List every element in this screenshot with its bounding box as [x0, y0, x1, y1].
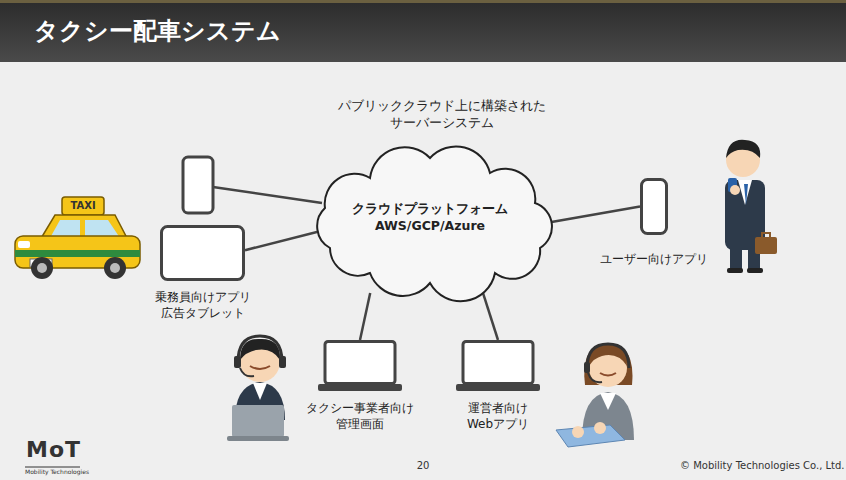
drawing-part	[594, 422, 606, 434]
cloud-platform: クラウドプラットフォームAWS/GCP/Azure	[300, 138, 560, 293]
laptop-device: タクシー事業者向け 管理画面	[318, 340, 402, 392]
laptop-base	[318, 384, 402, 391]
phone-frame	[642, 180, 667, 234]
device-label: タクシー事業者向け 管理画面	[306, 400, 414, 432]
cloud-providers: AWS/GCP/Azure	[300, 217, 560, 234]
laptop-screen	[463, 342, 533, 384]
drawing-part	[213, 187, 322, 203]
copyright: © Mobility Technologies Co., Ltd.	[680, 459, 845, 472]
slide-title: タクシー配車システム	[34, 16, 281, 46]
drawing-part	[572, 426, 584, 438]
drawing-part	[279, 356, 286, 368]
drawing-part	[744, 184, 748, 205]
laptop-device: 運営者向け Webアプリ	[456, 340, 540, 392]
drawing-part	[755, 237, 777, 254]
connector	[482, 290, 498, 340]
drawing-part	[15, 250, 140, 257]
drawing-part	[762, 233, 770, 238]
drawing-part	[62, 197, 104, 215]
connector	[544, 207, 640, 224]
top-strip	[0, 0, 846, 3]
drawing-part	[227, 436, 289, 441]
drawing-part	[587, 344, 629, 368]
drawing-part	[234, 356, 241, 368]
drawing-part	[600, 373, 616, 376]
cloud-title: クラウドプラットフォーム	[300, 200, 560, 217]
drawing-part	[238, 336, 282, 362]
laptop-screen	[325, 342, 395, 384]
cloud-caption: パブリッククラウド上に構築された サーバーシステム	[338, 97, 546, 131]
drawing-part	[730, 248, 742, 270]
cloud-text: クラウドプラットフォームAWS/GCP/Azure	[300, 200, 560, 234]
connector	[360, 293, 370, 340]
drawing-part	[232, 405, 284, 437]
drawing-part	[588, 373, 602, 382]
laptop-base	[456, 384, 540, 391]
taxi-sign: TAXI	[70, 199, 95, 212]
drawing-part	[730, 185, 740, 195]
device-label: ユーザー向けアプリ	[600, 251, 708, 267]
operator-man-illustration	[227, 336, 289, 441]
tablet-device: 乗務員向けアプリ 広告タブレット	[160, 225, 245, 281]
drawing-part	[183, 157, 213, 213]
laptop-outline	[318, 340, 402, 392]
drawing-part	[18, 241, 30, 248]
drawing-part	[584, 362, 590, 373]
drawing-part	[727, 268, 743, 273]
logo-text: MoT	[26, 437, 81, 463]
logo-subtext: Mobility Technologies	[25, 468, 89, 476]
drawing-part	[25, 467, 80, 468]
drawing-part	[250, 366, 270, 369]
logo-mark	[25, 467, 80, 468]
driver-phone	[183, 157, 322, 213]
drawing-part	[37, 263, 47, 273]
device-label: 運営者向け Webアプリ	[467, 400, 529, 432]
drawing-part	[31, 257, 53, 279]
connector	[245, 231, 321, 250]
drawing-part	[556, 425, 625, 447]
drawing-part	[747, 268, 763, 273]
tablet-outline	[160, 225, 245, 281]
drawing-part	[110, 263, 120, 273]
taxi-illustration	[15, 197, 140, 279]
phone-device: ユーザー向けアプリ	[640, 178, 668, 235]
drawing-part	[726, 140, 760, 158]
device-label: 乗務員向けアプリ 広告タブレット	[155, 289, 251, 321]
drawing-part	[738, 180, 752, 205]
tablet-frame	[162, 227, 244, 280]
phone-outline	[640, 178, 668, 235]
operator-woman-illustration	[556, 343, 634, 447]
drawing-part	[600, 393, 616, 410]
page-number: 20	[417, 459, 430, 472]
drawing-part	[104, 257, 126, 279]
businessman-illustration	[725, 140, 777, 273]
drawing-part	[240, 368, 254, 376]
drawing-part	[253, 383, 267, 400]
laptop-outline	[456, 340, 540, 392]
